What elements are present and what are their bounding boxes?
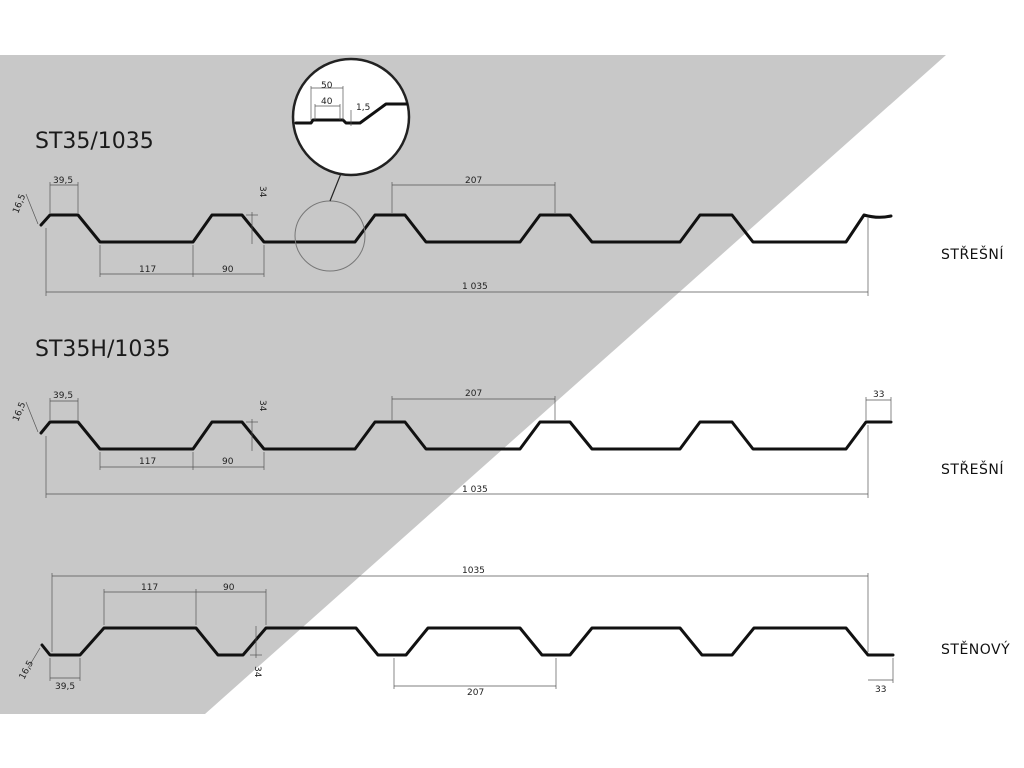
detail-dimensions: 50 40 1,5 [310,81,370,126]
flange-width-label: 39,5 [53,391,73,401]
profile-type-label: STŘEŠNÍ [941,245,1004,263]
detail-outer-width-label: 50 [321,81,333,91]
detail-inner-width-label: 40 [321,97,333,107]
profile-dimensions: 39,5 16,5 34 117 90 207 33 1 035 [12,389,892,498]
total-width-label: 1035 [462,566,485,576]
profile-type-label: STĚNOVÝ [941,641,1010,658]
end-width-label: 33 [873,390,884,400]
profile-st35h-1035: ST35H/1035 39,5 16,5 34 117 90 207 [12,337,1004,498]
detail-depth-label: 1,5 [356,103,370,113]
profile-line [40,626,895,657]
profile-type-label: STŘEŠNÍ [941,460,1004,478]
pitch-label: 207 [465,176,482,186]
trough-width-label: 117 [139,457,156,467]
height-label: 34 [257,186,267,198]
height-label: 34 [252,666,262,678]
profile-line [39,420,893,451]
pitch-label: 207 [467,688,484,698]
trough-width-label: 117 [141,583,158,593]
detail-profile-line [294,102,409,125]
profile-st35-1035: ST35/1035 50 40 1,5 39,5 16,5 [12,57,1004,296]
profile-dimensions: 39,5 16,5 34 117 90 207 1 035 [12,176,869,296]
gray-background-panel [0,55,946,714]
rib-width-label: 90 [222,265,234,275]
total-width-label: 1 035 [462,485,488,495]
flange-width-label: 39,5 [55,682,75,692]
rib-width-label: 90 [223,583,235,593]
total-width-label: 1 035 [462,282,488,292]
profile-line [39,213,893,244]
pitch-label: 207 [465,389,482,399]
flange-width-label: 39,5 [53,176,73,186]
profile-title: ST35H/1035 [35,337,170,362]
trough-width-label: 117 [139,265,156,275]
height-label: 34 [257,400,267,412]
profile-title: ST35/1035 [35,129,154,154]
end-width-label: 33 [875,685,886,695]
rib-width-label: 90 [222,457,234,467]
